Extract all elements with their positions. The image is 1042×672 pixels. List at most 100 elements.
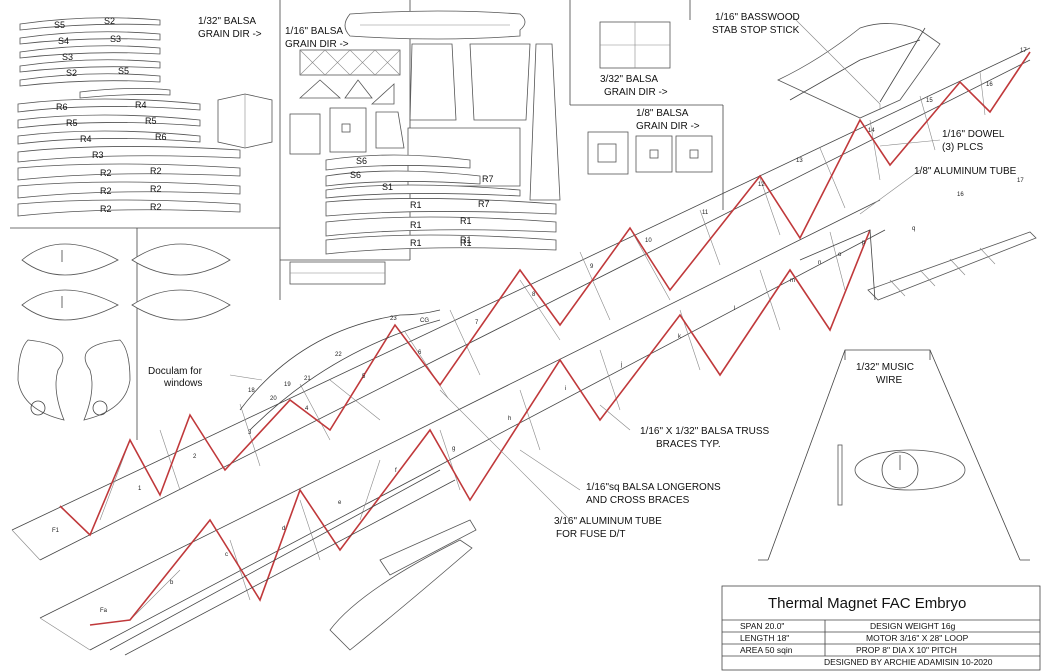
rib-label: R3 <box>92 150 104 160</box>
station-label: 21 <box>304 376 311 382</box>
station-label: m <box>790 278 795 284</box>
station-label: b <box>170 580 174 586</box>
rib-label: R4 <box>135 100 147 110</box>
station-label: 17 <box>1017 178 1024 184</box>
callout-dt-tube: 3/16" ALUMINUM TUBE <box>554 516 662 527</box>
station-label: h <box>508 416 511 422</box>
station-label: 13 <box>796 158 803 164</box>
callout-balsa-1-8: 1/8" BALSA <box>636 108 689 119</box>
rib-label: R4 <box>80 134 92 144</box>
fin-outline <box>777 23 941 119</box>
station-label: g <box>452 446 455 452</box>
rib-label: R2 <box>100 204 112 214</box>
station-label: 22 <box>335 352 342 358</box>
rib-label: S5 <box>54 20 65 30</box>
plan-title: Thermal Magnet FAC Embryo <box>768 595 966 612</box>
tip-parts <box>17 243 231 421</box>
station-letters-lower: b c d e f g h i j k l m n o p q 16 17 F1… <box>52 178 1024 614</box>
lower-parts <box>109 469 477 656</box>
station-label: 16 <box>986 82 993 88</box>
station-numbers-upper: 1 2 3 4 5 6 7 8 9 10 11 12 13 14 15 16 1… <box>138 48 1027 492</box>
upper-fuselage <box>11 47 1031 561</box>
music-wire-gear <box>758 349 1030 561</box>
rib-label: R6 <box>155 132 167 142</box>
area-spec: AREA 50 sqin <box>740 645 793 655</box>
station-label: l <box>734 306 735 312</box>
station-label: 12 <box>758 182 765 188</box>
length-spec: LENGTH 18" <box>740 633 789 643</box>
callout-truss: 1/16" X 1/32" BALSA TRUSS <box>640 426 770 437</box>
callout-wire: WIRE <box>876 375 902 386</box>
station-label: j <box>620 362 622 368</box>
rib-label: S2 <box>66 68 77 78</box>
callouts: 1/32" BALSA GRAIN DIR -> 1/16" BALSA GRA… <box>148 12 1017 540</box>
callout-doculam: Doculam for <box>148 366 203 377</box>
weight-spec: DESIGN WEIGHT 16g <box>870 621 956 631</box>
station-label: 5 <box>362 374 366 380</box>
station-label: Fa <box>100 608 108 614</box>
station-label: k <box>678 334 682 340</box>
rib-label: R2 <box>150 202 162 212</box>
title-block: Thermal Magnet FAC Embryo SPAN 20.0" LEN… <box>721 585 1041 671</box>
station-label: F1 <box>52 528 60 534</box>
callout-balsa-3-32: 3/32" BALSA <box>600 74 658 85</box>
station-label: 1 <box>138 486 142 492</box>
rib-label: S3 <box>62 52 73 62</box>
callout-grain-3-32: GRAIN DIR -> <box>604 87 668 98</box>
block-parts <box>587 21 713 175</box>
station-label: 7 <box>475 320 479 326</box>
station-label: 20 <box>270 396 277 402</box>
callout-music-wire: 1/32" MUSIC <box>856 362 914 373</box>
rib-label: R6 <box>56 102 68 112</box>
station-label: e <box>338 500 342 506</box>
station-label: 6 <box>418 350 422 356</box>
station-label: 19 <box>284 382 291 388</box>
station-label: 14 <box>868 128 875 134</box>
rib-label: R2 <box>150 184 162 194</box>
callout-stab-stop: STAB STOP STICK <box>712 25 800 36</box>
station-label: f <box>395 468 397 474</box>
callout-cross-braces: AND CROSS BRACES <box>586 495 690 506</box>
rib-label: R2 <box>100 168 112 178</box>
station-label: 10 <box>645 238 652 244</box>
rib-label: S1 <box>382 182 393 192</box>
station-label: 17 <box>1020 48 1027 54</box>
rib-label: R1 <box>410 200 422 210</box>
station-label: o <box>838 252 842 258</box>
rib-label: S6 <box>350 170 361 180</box>
motor-spec: MOTOR 3/16" X 28" LOOP <box>866 633 969 643</box>
stabilizer <box>867 231 1037 301</box>
rib-labels-left: S5 S2 S4 S3 S3 S2 S5 R6 R4 R5 R5 R4 R6 R… <box>54 16 167 214</box>
leader-lines <box>229 13 941 521</box>
cg-label: CG <box>420 318 429 324</box>
mid-parts <box>289 10 561 285</box>
station-label: 16 <box>957 192 964 198</box>
station-label: 18 <box>248 388 255 394</box>
rib-label: R1 <box>410 238 422 248</box>
station-label: q <box>912 226 915 232</box>
rib-label: R1 <box>460 216 472 226</box>
station-label: 11 <box>702 210 709 216</box>
rib-label: R1 <box>460 235 472 245</box>
rib-label: R1 <box>460 238 472 248</box>
callout-alu-tube: 1/8" ALUMINUM TUBE <box>914 166 1017 177</box>
callout-longerons: 1/16"sq BALSA LONGERONS <box>586 482 721 493</box>
lower-fuselage <box>39 199 886 651</box>
station-label: 9 <box>590 264 594 270</box>
rib-label: S4 <box>58 36 69 46</box>
station-label: n <box>818 260 821 266</box>
rib-label: R2 <box>100 186 112 196</box>
station-label: i <box>565 386 566 392</box>
callout-braces: BRACES TYP. <box>656 439 721 450</box>
callout-balsa-1-16: 1/16" BALSA <box>285 26 343 37</box>
callout-dowel: 1/16" DOWEL <box>942 129 1005 140</box>
rib-label: S2 <box>104 16 115 26</box>
callout-grain-1-32: GRAIN DIR -> <box>198 29 262 40</box>
station-label: 4 <box>305 406 309 412</box>
station-label: c <box>225 552 228 558</box>
station-label: p <box>862 240 866 246</box>
span-spec: SPAN 20.0" <box>740 621 784 631</box>
callout-dowel-count: (3) PLCS <box>942 142 983 153</box>
